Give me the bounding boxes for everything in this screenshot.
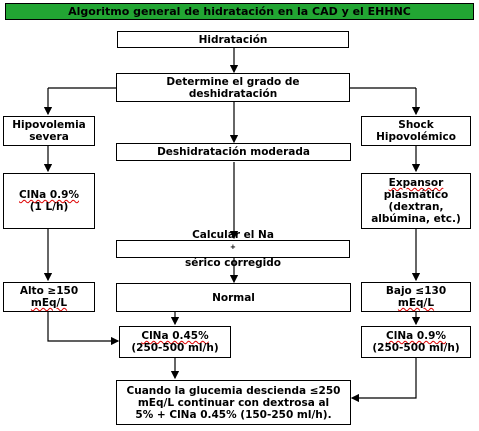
- node-final-glucemia: Cuando la glucemia descienda ≤250 mEq/L …: [116, 380, 351, 425]
- node-normal: Normal: [116, 283, 351, 312]
- node-clna-09-right: ClNa 0.9% (250-500 ml/h): [361, 326, 471, 358]
- node-hipovolemia-severa: Hipovolemia severa: [3, 116, 95, 146]
- node-hidratacion: Hidratación: [117, 31, 349, 48]
- node-clna-09-left: ClNa 0.9% (1 L/h): [3, 173, 95, 229]
- node-clna-045: ClNa 0.45% (250-500 ml/h): [119, 326, 231, 358]
- node-determine-grado: Determine el grado de deshidratación: [116, 73, 350, 102]
- node-shock-hipovolemico: Shock Hipovolémico: [361, 116, 471, 146]
- arrow-clna09-final: [350, 358, 417, 403]
- node-bajo: Bajo ≤130 mEq/L: [361, 282, 471, 312]
- superscript-plus: +: [230, 243, 236, 252]
- arrow-alto-clna045: [47, 311, 120, 346]
- node-calcular-na: Calcular el Na+ sérico corregido: [116, 229, 350, 269]
- node-deshidratacion-moderada: Deshidratación moderada: [116, 143, 351, 161]
- node-alto: Alto ≥150 mEq/L: [3, 282, 95, 312]
- diagram-title: Algoritmo general de hidratación en la C…: [5, 3, 474, 20]
- node-expansor-plasmatico: Expansor plasmático (dextran, albúmina, …: [361, 173, 471, 229]
